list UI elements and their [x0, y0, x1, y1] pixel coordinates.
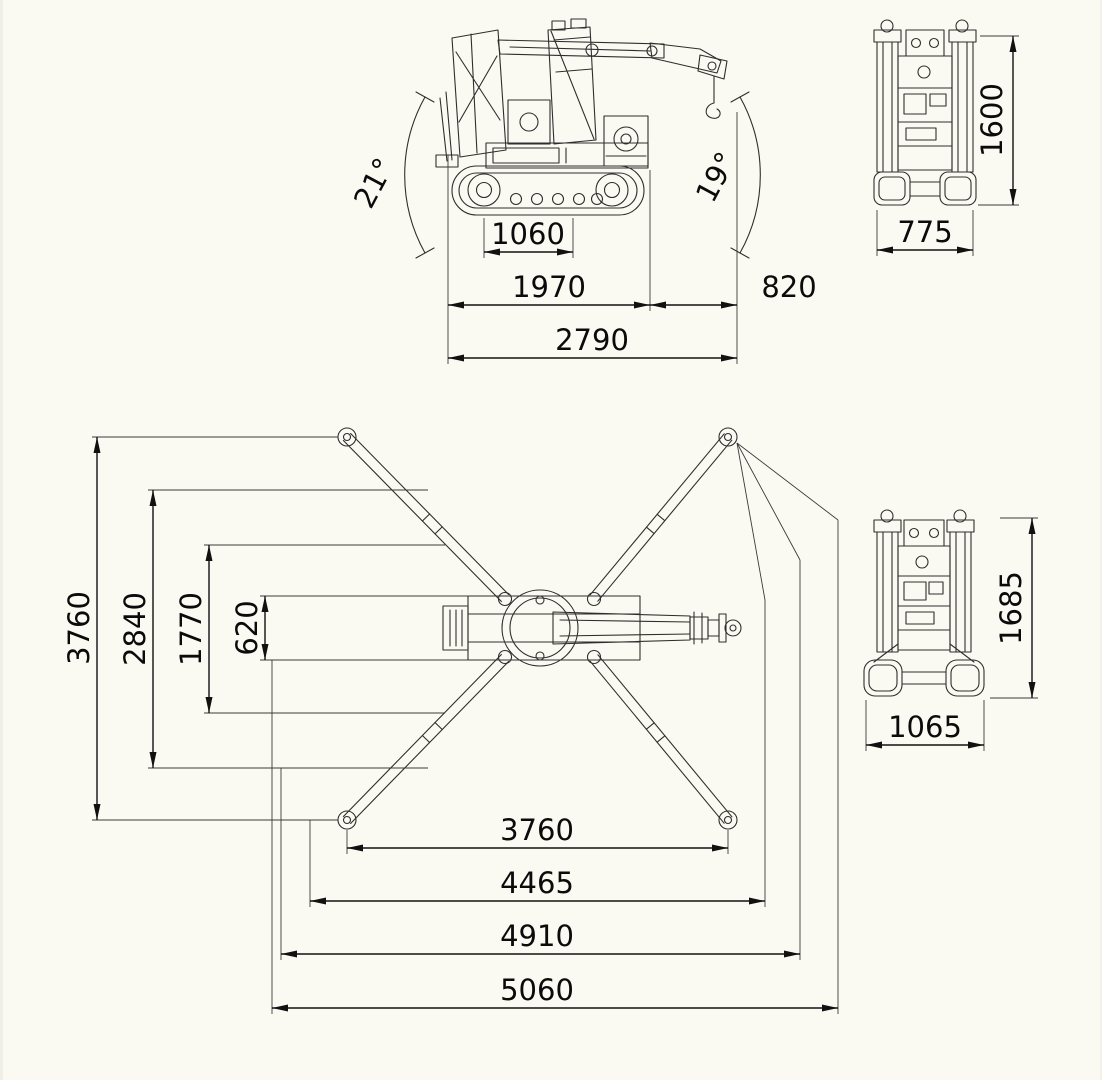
- dim-overall-height-stowed: 1600: [975, 83, 1009, 157]
- dim-overall-length: 2790: [555, 323, 629, 357]
- dim-overall-height-outriggers: 1685: [994, 571, 1028, 645]
- dim-jib-overhang: 820: [761, 270, 816, 304]
- rear-view-stowed: 1600 775: [873, 19, 1019, 256]
- dim-horizontal-span-feet: 3760: [500, 813, 574, 847]
- dim-vertical-span-mid: 2840: [118, 592, 152, 666]
- side-view-machine-drawing: [435, 18, 728, 216]
- angle-front-label: 21°: [347, 152, 401, 213]
- angle-rear-label: 19°: [689, 146, 743, 207]
- outrigger-leg-lower-left: [337, 653, 510, 830]
- rear-view-outriggers-machine-drawing: [863, 509, 985, 697]
- dim-overall-width-outriggers: 1065: [888, 710, 962, 744]
- outrigger-leg-upper-right: [589, 427, 738, 602]
- rear-view-stowed-dimension-lines: [877, 36, 1017, 254]
- side-view-dimension-lines: [448, 248, 737, 362]
- dim-track-width: 620: [230, 600, 264, 655]
- rear-view-outriggers-dimension-lines: [866, 518, 1036, 749]
- outrigger-leg-upper-left: [337, 427, 510, 603]
- dim-horizontal-span-max: 5060: [500, 973, 574, 1007]
- outrigger-foot: [718, 810, 738, 830]
- outrigger-foot: [718, 427, 738, 447]
- dim-overall-width-stowed: 775: [897, 215, 952, 249]
- dim-horizontal-span-mid: 4465: [500, 866, 574, 900]
- dim-chassis-length: 1970: [512, 270, 586, 304]
- plan-view-extension-lines: [92, 436, 839, 1014]
- dim-vertical-span-feet: 3760: [62, 591, 96, 665]
- outrigger-leg-lower-right: [589, 654, 738, 830]
- dim-vertical-span-inner: 1770: [174, 592, 208, 666]
- plan-view-machine-drawing: [442, 589, 742, 667]
- side-view: 21° 19° 1060 1970 820 2790: [347, 18, 817, 364]
- rear-view-stowed-machine-drawing: [873, 19, 977, 206]
- slope-angle-arcs: [404, 91, 761, 259]
- dim-track-length: 1060: [491, 217, 565, 251]
- plan-view-dimension-lines: [93, 437, 838, 1012]
- dim-horizontal-span-outer: 4910: [500, 919, 574, 953]
- plan-view: 3760 2840 1770 620 3760 4465 4910 5060: [62, 427, 839, 1014]
- rear-view-outriggers: 1685 1065: [863, 509, 1038, 751]
